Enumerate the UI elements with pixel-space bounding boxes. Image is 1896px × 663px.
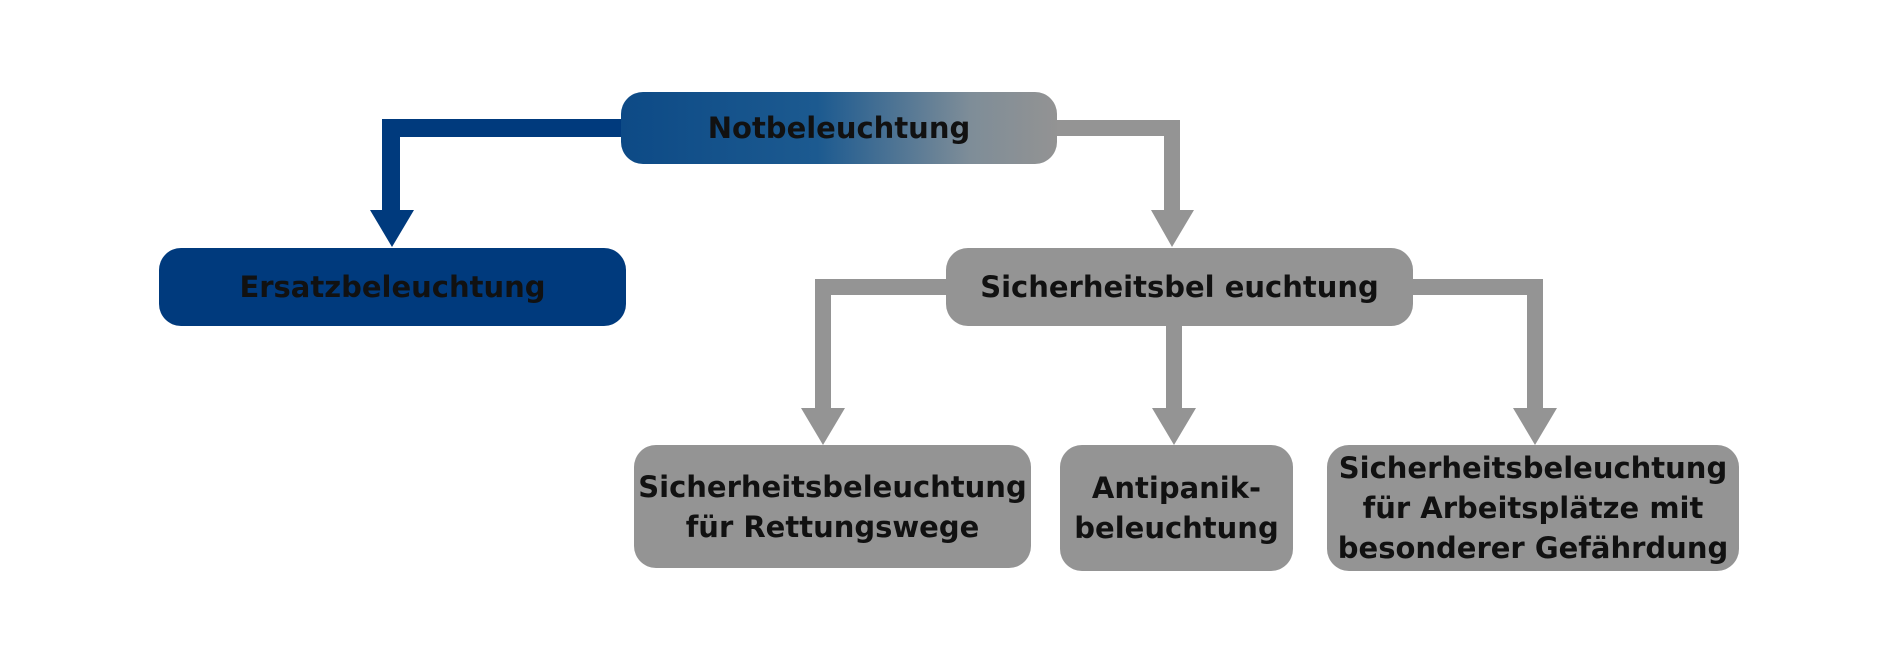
node-label: Ersatzbeleuchtung (239, 270, 546, 304)
node-label-line: beleuchtung (1074, 511, 1279, 545)
arrowhead-antipanik (1152, 408, 1196, 445)
node-label: Notbeleuchtung (707, 111, 971, 145)
node-sicherheitsbeleuchtung: Sicherheitsbel euchtung (946, 248, 1413, 326)
node-arbeitsplaetze: Sicherheitsbeleuchtung für Arbeitsplätze… (1327, 445, 1739, 571)
node-label-line: Antipanik- (1091, 471, 1262, 505)
arrowhead-arbeitsplaetze (1513, 408, 1557, 445)
node-antipanik: Antipanik- beleuchtung (1060, 445, 1293, 571)
node-rettungswege: Sicherheitsbeleuchtung für Rettungswege (634, 445, 1031, 568)
node-label-line: für Arbeitsplätze mit (1362, 491, 1704, 525)
edge-sicherheit-rettungswege (815, 279, 955, 411)
node-label-line: besonderer Gefährdung (1337, 531, 1729, 565)
node-notbeleuchtung: Notbeleuchtung (621, 92, 1057, 164)
node-ersatzbeleuchtung: Ersatzbeleuchtung (159, 248, 626, 326)
node-label: Sicherheitsbel euchtung (980, 270, 1379, 304)
arrowhead-ersatz (370, 210, 414, 247)
arrowhead-rettungswege (801, 408, 845, 445)
node-label-line: Sicherheitsbeleuchtung (638, 469, 1027, 504)
edge-root-sicherheit (1050, 120, 1180, 213)
node-label-line: Sicherheitsbeleuchtung (1338, 451, 1728, 485)
node-label-line: für Rettungswege (685, 509, 980, 544)
edge-root-ersatz (382, 119, 630, 213)
arrowhead-sicherheit (1151, 210, 1194, 247)
edge-sicherheit-arbeitsplaetze (1405, 279, 1543, 411)
